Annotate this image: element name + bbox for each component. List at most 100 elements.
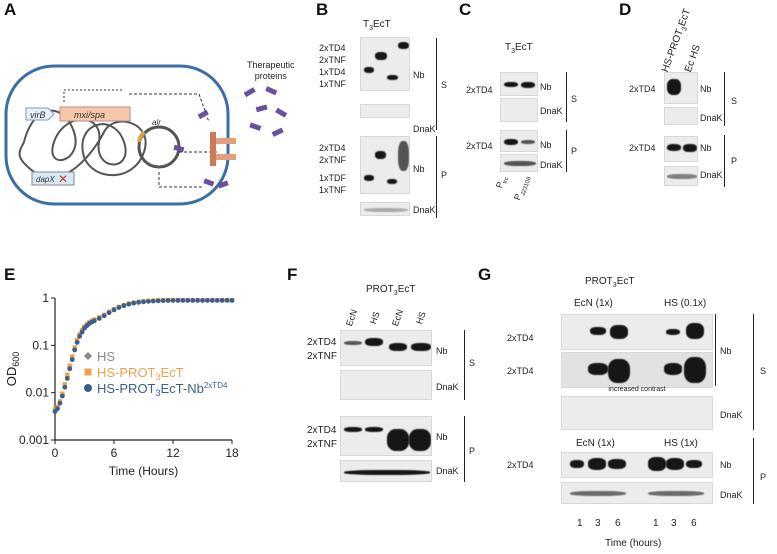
- data-point: [175, 297, 181, 303]
- data-point: [69, 357, 75, 362]
- data-point: [70, 354, 75, 359]
- data-point: [106, 310, 112, 316]
- data-point: [141, 299, 146, 305]
- data-point: [52, 406, 58, 412]
- panel-c-s-dnak: DnaK: [540, 106, 563, 116]
- y-tick-label: 0.01: [26, 386, 50, 400]
- legend-label: HS: [97, 349, 115, 364]
- data-point: [101, 313, 107, 319]
- panel-b-p-dnak-blot: [360, 202, 410, 216]
- data-point: [224, 297, 230, 303]
- legend-marker: [84, 368, 92, 376]
- panel-g-s-nb: Nb: [720, 346, 732, 356]
- panel-g-p-dnak: DnaK: [720, 490, 743, 500]
- data-point: [146, 298, 151, 304]
- panel-d-p-dnak-blot: [664, 166, 698, 186]
- data-point: [74, 340, 80, 345]
- panel-c-p-dnak: DnaK: [540, 160, 563, 170]
- data-point: [121, 303, 127, 309]
- panel-b-p-label: P: [441, 170, 448, 180]
- mxi-spa-label: mxi/spa: [74, 110, 105, 120]
- panel-d-p-label-2xtd4: 2xTD4: [629, 143, 656, 153]
- data-point: [72, 345, 77, 350]
- panel-g-label: G: [478, 265, 492, 284]
- data-point: [165, 298, 171, 303]
- panel-g-s-label-2: 2xTD4: [507, 366, 534, 376]
- panel-b-p-dnak: DnaK: [413, 205, 436, 215]
- dapx-label: dapX: [36, 175, 55, 184]
- panel-e-label: E: [4, 265, 16, 284]
- data-point: [62, 384, 68, 390]
- panel-c-promoter-trc: Ptrc: [494, 176, 511, 190]
- panel-c-p-nb-blot: [500, 130, 538, 152]
- panel-c-p-nb: Nb: [540, 140, 552, 150]
- panel-d-p-label: P: [731, 156, 738, 166]
- panel-d-col2: Ec HS: [683, 43, 704, 74]
- panel-g-p-label: P: [760, 472, 767, 482]
- x-tick-label: 18: [225, 446, 239, 460]
- data-point: [160, 298, 166, 304]
- x-tick-label: 0: [52, 446, 59, 460]
- panel-c-title: T3EcT: [505, 42, 533, 55]
- panel-g-p-group-1: EcN (1x): [576, 438, 615, 449]
- data-point: [219, 297, 225, 303]
- bacterium-diagram: virB mxi/spa dapX ✕ alr: [4, 62, 240, 209]
- data-point: [59, 393, 65, 399]
- time-tick: 6: [691, 518, 697, 529]
- panel-g-p-nb: Nb: [720, 460, 732, 470]
- svg-text:✕: ✕: [58, 172, 68, 186]
- panel-d-p-nb-blot: [664, 136, 698, 162]
- panel-d-label: D: [619, 0, 632, 19]
- panel-g-s-label-1: 2xTD4: [507, 333, 534, 343]
- panel-g-s-group-1: EcN (1x): [574, 298, 613, 309]
- panel-g-s-nb-contrast-blot: [561, 352, 713, 388]
- data-point: [214, 297, 220, 303]
- panel-g-s-label: S: [760, 366, 767, 376]
- y-tick-label: 0.001: [19, 433, 49, 447]
- legend-marker: [84, 352, 92, 360]
- alr-label: alr: [152, 118, 161, 127]
- increased-contrast-label: increased contrast: [608, 386, 666, 393]
- panel-f-label: F: [287, 265, 298, 284]
- panel-f-s-dnak: DnaK: [436, 382, 459, 392]
- data-point: [116, 305, 122, 310]
- data-point: [195, 297, 200, 303]
- legend-marker: [84, 384, 92, 392]
- data-point: [77, 333, 82, 339]
- panel-f-title: PROT3EcT: [366, 284, 416, 297]
- time-tick: 1: [653, 518, 659, 529]
- panel-g-s-group-2: HS (0.1x): [664, 298, 707, 309]
- data-point: [150, 298, 156, 304]
- panel-d-s-dnak: DnaK: [700, 113, 723, 123]
- data-point: [72, 347, 78, 353]
- panel-b-s-dnak-blot: [360, 104, 410, 118]
- data-point: [209, 297, 215, 303]
- panel-d-s-label-2xtd4: 2xTD4: [629, 84, 656, 94]
- legend-label: HS-PROT3EcT: [97, 365, 184, 382]
- panel-c-s-nb-blot: [500, 72, 538, 96]
- panel-d-p-nb: Nb: [700, 143, 712, 153]
- panel-g-p-group-2: HS (1x): [664, 438, 698, 449]
- data-point: [96, 316, 102, 321]
- panel-c-s-label-2xtd4: 2xTD4: [466, 85, 493, 95]
- panel-d-p-dnak: DnaK: [700, 170, 723, 180]
- time-tick: 6: [615, 518, 621, 529]
- data-point: [229, 297, 235, 303]
- panel-f-lane-2: HS: [368, 310, 382, 326]
- panel-c-label: C: [459, 0, 472, 19]
- panel-c-p-dnak-blot: [500, 154, 538, 172]
- panel-d-s-nb: Nb: [700, 84, 712, 94]
- panel-f-s-nb-blot: [340, 330, 432, 366]
- x-tick-label: 6: [111, 446, 118, 460]
- time-tick: 3: [595, 518, 601, 529]
- panel-f-p-dnak: DnaK: [436, 466, 459, 476]
- panel-a-label: A: [4, 0, 17, 19]
- panel-c-p-label: P: [571, 146, 578, 156]
- legend-label: HS-PROT3EcT-Nb2xTD4: [97, 381, 228, 398]
- x-tick-label: 12: [166, 446, 180, 460]
- panel-b-s-dnak: DnaK: [413, 124, 436, 134]
- data-point: [190, 297, 196, 303]
- data-point: [55, 406, 60, 412]
